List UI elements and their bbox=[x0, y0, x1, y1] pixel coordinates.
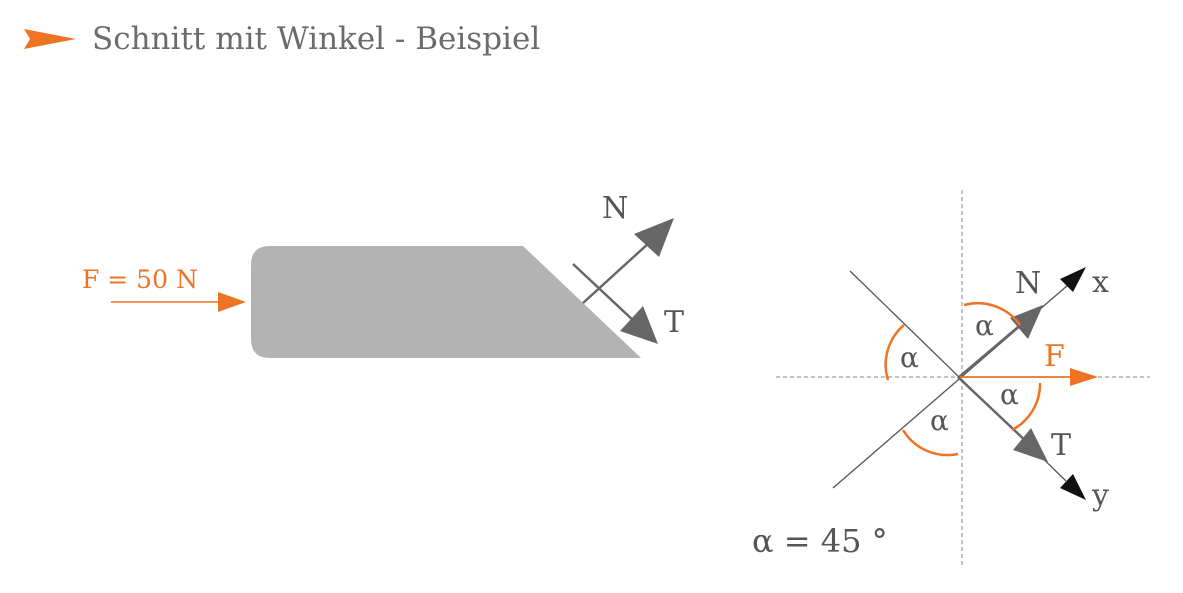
slide-header: Schnitt mit Winkel - Beispiel bbox=[24, 14, 540, 64]
force-arrow-head bbox=[218, 292, 246, 312]
tangential-force-shaft bbox=[957, 376, 1030, 445]
normal-force-label: N bbox=[1015, 266, 1041, 301]
force-label: F = 50 N bbox=[82, 265, 198, 294]
normal-arrow-shaft bbox=[582, 241, 651, 304]
alpha-top: α bbox=[975, 309, 994, 342]
angle-arc-left bbox=[884, 324, 905, 381]
left-figure: F = 50 N N T bbox=[82, 191, 684, 358]
angle-arc-bottom bbox=[901, 429, 959, 457]
angle-value-label: α = 45 ° bbox=[752, 522, 888, 560]
alpha-left: α bbox=[900, 341, 919, 374]
alpha-right: α bbox=[1000, 378, 1019, 411]
y-axis-arrowhead bbox=[1060, 474, 1086, 500]
tangential-arrow-head bbox=[620, 306, 658, 344]
bullet-arrow-icon bbox=[24, 29, 76, 49]
normal-force-head bbox=[1010, 305, 1043, 339]
body-shape bbox=[251, 246, 641, 358]
tangential-label: T bbox=[664, 305, 684, 340]
force-f-head bbox=[1070, 368, 1098, 386]
x-axis-label: x bbox=[1092, 265, 1109, 300]
tangential-arrow-shaft bbox=[572, 263, 637, 324]
right-figure: x y N T F α α α α α = 45 ° bbox=[752, 190, 1150, 565]
angle-arc-top bbox=[963, 301, 1022, 326]
y-axis-label: y bbox=[1091, 478, 1109, 513]
normal-arrow-head bbox=[634, 218, 674, 257]
tangential-force-head bbox=[1013, 428, 1048, 462]
page-title: Schnitt mit Winkel - Beispiel bbox=[92, 21, 541, 57]
normal-label: N bbox=[602, 191, 628, 226]
force-f-label: F bbox=[1044, 339, 1065, 374]
x-axis-arrowhead bbox=[1060, 267, 1086, 292]
angle-arc-right bbox=[1011, 382, 1042, 432]
normal-force-shaft bbox=[957, 321, 1025, 379]
tangential-force-label: T bbox=[1051, 428, 1071, 463]
alpha-bottom: α bbox=[930, 404, 949, 437]
